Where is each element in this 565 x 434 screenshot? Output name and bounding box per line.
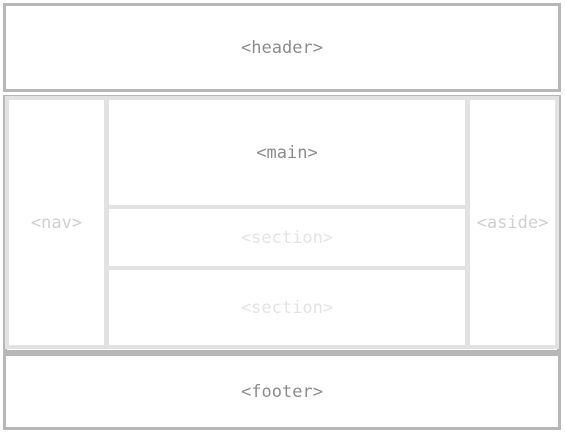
footer-label: <footer> xyxy=(241,381,323,402)
footer-block: <footer> xyxy=(3,353,561,430)
main-block: <main> xyxy=(105,96,469,209)
header-label: <header> xyxy=(241,37,323,58)
header-block: <header> xyxy=(3,3,561,92)
section-block-2: <section> xyxy=(105,266,469,349)
nav-label: <nav> xyxy=(30,212,83,233)
section-block-1: <section> xyxy=(105,205,469,270)
section-label-2: <section> xyxy=(240,297,334,318)
aside-block: <aside> xyxy=(466,96,559,349)
main-label: <main> xyxy=(256,142,318,163)
section-label-1: <section> xyxy=(240,227,334,248)
aside-label: <aside> xyxy=(476,212,549,233)
nav-block: <nav> xyxy=(5,96,108,349)
